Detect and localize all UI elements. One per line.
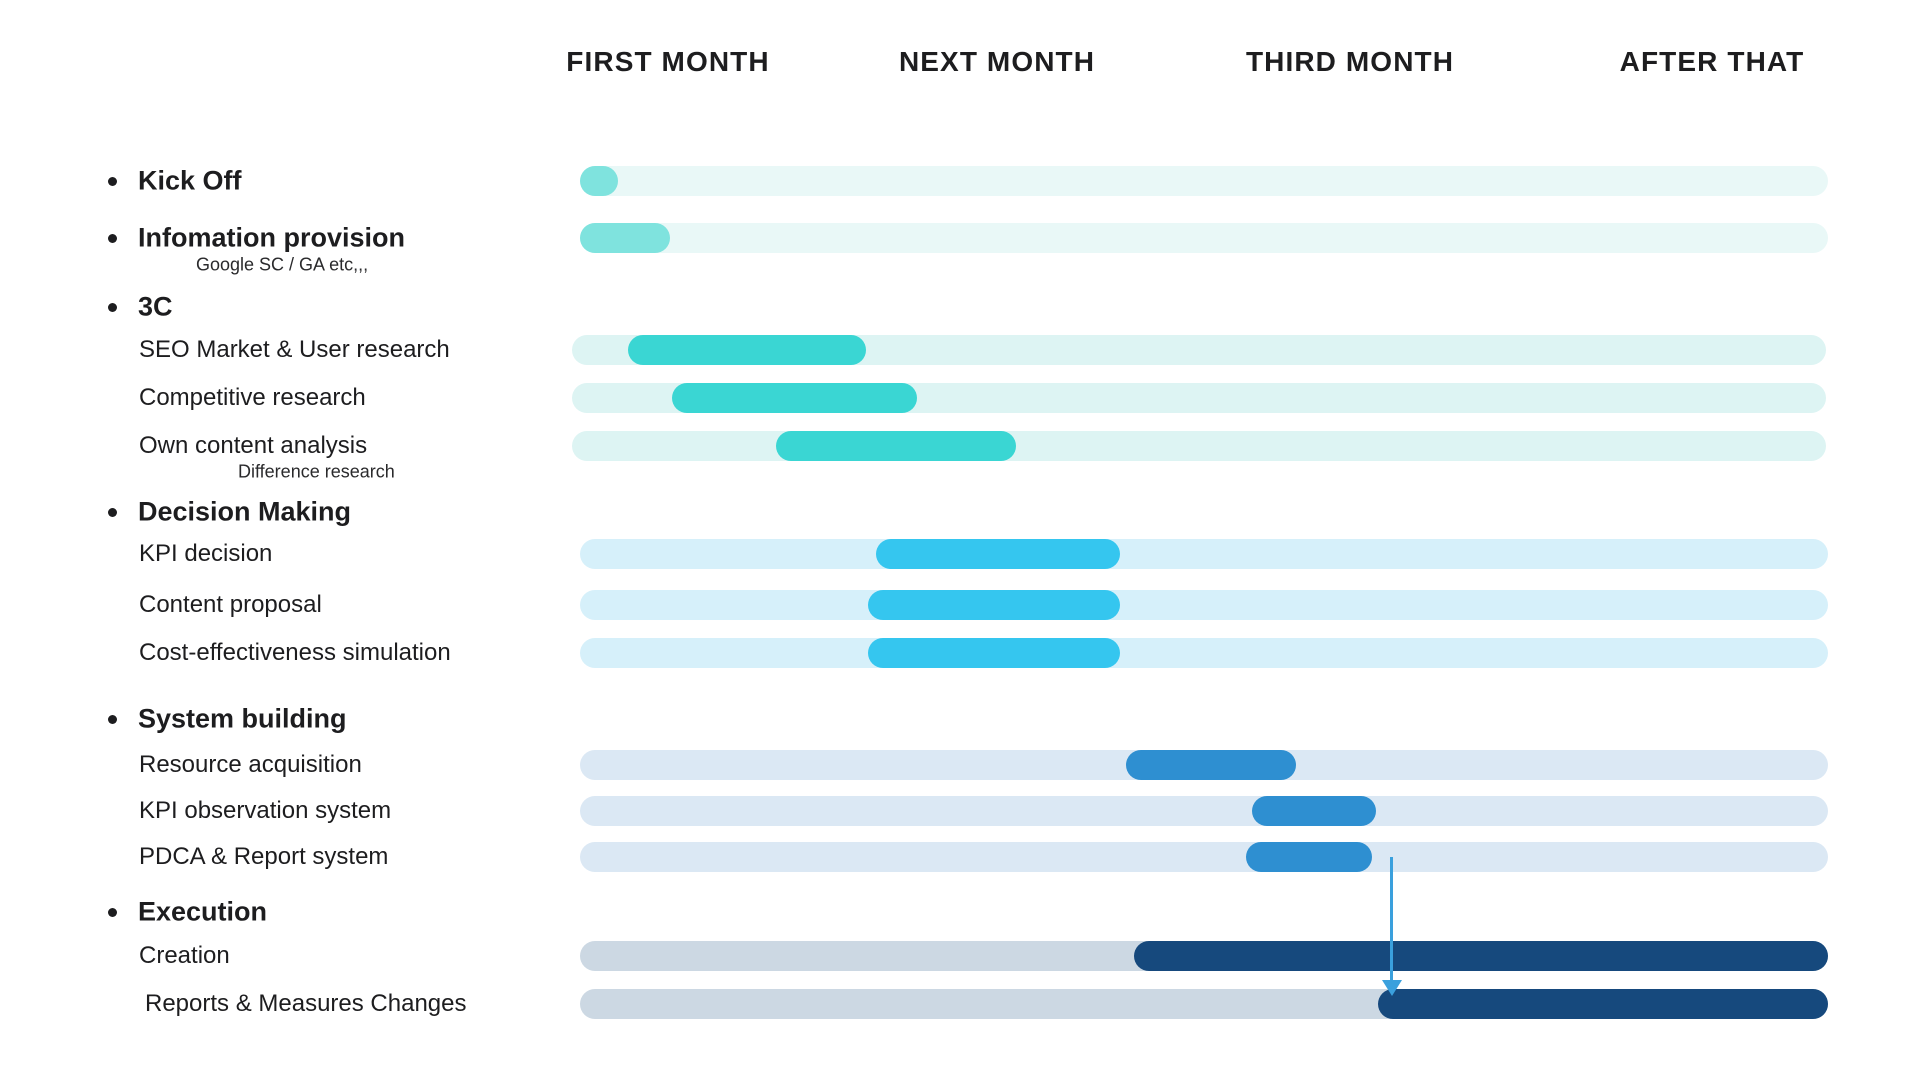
- bar-track-kick-off: [580, 166, 1828, 196]
- bar-fill-kpi-decision[interactable]: [876, 539, 1120, 569]
- row-label-cost-effectiveness-simulation: Cost-effectiveness simulation: [139, 639, 451, 667]
- row-label-text: Infomation provision: [138, 222, 405, 253]
- bar-fill-own-content-analysis[interactable]: [776, 431, 1016, 461]
- row-label-text: Own content analysis: [139, 432, 368, 459]
- month-header-3: THIRD MONTH: [1245, 46, 1455, 77]
- bullet-icon: [108, 176, 117, 186]
- bar-fill-resource-acquisition[interactable]: [1126, 750, 1296, 780]
- bar-track-information-provision: [580, 223, 1828, 253]
- row-label-text: SEO Market & User research: [139, 336, 450, 363]
- dependency-arrow-line: [1390, 857, 1393, 982]
- bar-fill-competitive-research[interactable]: [672, 383, 917, 413]
- bar-track-kpi-observation-system: [580, 796, 1828, 826]
- row-label-competitive-research: Competitive research: [139, 384, 366, 412]
- bar-fill-seo-market-user-research[interactable]: [628, 335, 866, 365]
- bar-track-content-proposal: [580, 590, 1828, 620]
- row-label-text: Content proposal: [139, 591, 322, 618]
- bar-fill-content-proposal[interactable]: [868, 590, 1120, 620]
- row-label-text: Execution: [138, 896, 268, 927]
- bar-fill-kpi-observation-system[interactable]: [1252, 796, 1376, 826]
- month-header-1: FIRST MONTH: [566, 46, 770, 77]
- row-label-pdca-report-system: PDCA & Report system: [139, 843, 388, 871]
- row-label-kpi-decision: KPI decision: [139, 540, 272, 568]
- month-header: FIRST MONTH NEXT MONTH THIRD MONTH AFTER TH…: [0, 0, 1920, 120]
- row-label-text: Decision Making: [138, 496, 352, 527]
- bullet-icon: [108, 302, 117, 312]
- bar-fill-kick-off[interactable]: [580, 166, 618, 196]
- row-label-text: KPI decision: [139, 540, 273, 567]
- row-label-text: Creation: [139, 942, 230, 969]
- row-label-text: Competitive research: [139, 384, 366, 411]
- row-label-text: 3C: [138, 291, 173, 322]
- row-label-text: PDCA & Report system: [139, 843, 389, 870]
- row-label-content-proposal: Content proposal: [139, 591, 322, 619]
- bar-track-kpi-decision: [580, 539, 1828, 569]
- row-label-text: System building: [138, 703, 347, 734]
- row-label-kick-off: Kick Off: [108, 165, 242, 197]
- row-label-text: Kick Off: [138, 165, 242, 196]
- row-label-own-content-analysis: Own content analysis: [139, 432, 367, 460]
- bar-track-own-content-analysis: [572, 431, 1826, 461]
- row-label-text: KPI observation system: [139, 797, 392, 824]
- bullet-icon: [108, 507, 117, 517]
- row-label-seo-market-user-research: SEO Market & User research: [139, 336, 450, 364]
- bar-fill-information-provision[interactable]: [580, 223, 670, 253]
- row-label-creation: Creation: [139, 942, 230, 970]
- row-sublabel-information-provision: Google SC / GA etc,,,: [196, 254, 369, 275]
- bar-fill-reports-measures-changes[interactable]: [1378, 989, 1828, 1019]
- row-label-system-building: System building: [108, 703, 347, 735]
- bar-fill-creation[interactable]: [1134, 941, 1828, 971]
- row-label-text: Resource acquisition: [139, 751, 362, 778]
- month-header-2: NEXT MONTH: [898, 46, 1096, 77]
- row-label-resource-acquisition: Resource acquisition: [139, 751, 362, 779]
- row-sublabel-own-content-analysis: Difference research: [238, 461, 395, 482]
- row-label-kpi-observation-system: KPI observation system: [139, 797, 391, 825]
- row-label-text: Cost-effectiveness simulation: [139, 639, 451, 666]
- bar-fill-cost-effectiveness-simulation[interactable]: [868, 638, 1120, 668]
- month-header-4: AFTER THAT: [1619, 46, 1805, 77]
- bullet-icon: [108, 907, 117, 917]
- bullet-icon: [108, 233, 117, 243]
- row-label-three-c: 3C: [108, 291, 173, 323]
- row-label-decision-making: Decision Making: [108, 496, 352, 528]
- row-label-reports-measures-changes: Reports & Measures Changes: [145, 990, 467, 1018]
- row-label-text: Reports & Measures Changes: [145, 990, 467, 1017]
- dependency-arrow-head-icon: [1381, 980, 1402, 996]
- bar-track-cost-effectiveness-simulation: [580, 638, 1828, 668]
- bar-track-pdca-report-system: [580, 842, 1828, 872]
- row-label-execution: Execution: [108, 896, 268, 928]
- bullet-icon: [108, 714, 117, 724]
- bar-fill-pdca-report-system[interactable]: [1246, 842, 1372, 872]
- row-label-information-provision: Infomation provision: [108, 222, 405, 254]
